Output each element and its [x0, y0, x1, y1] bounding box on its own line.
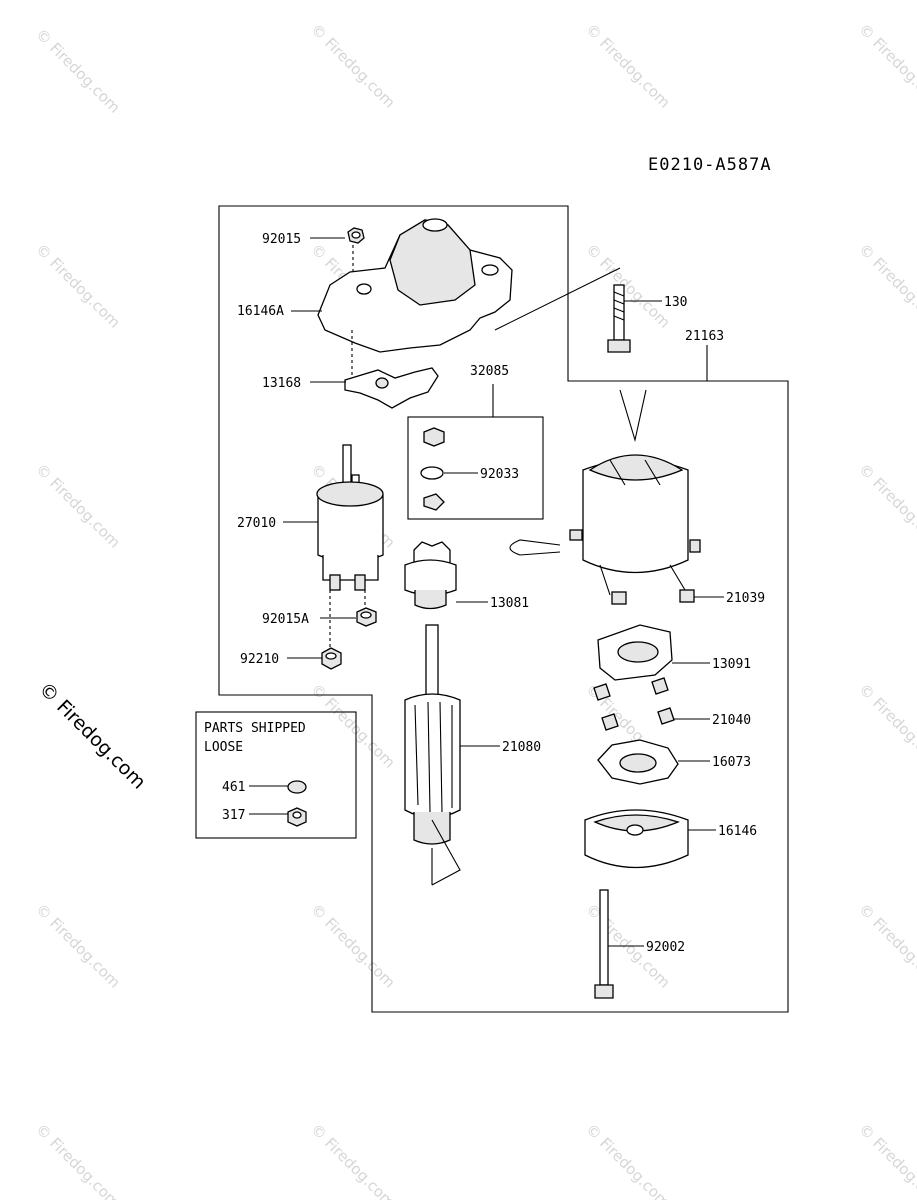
watermark: © Firedog.com: [32, 25, 124, 117]
leader-housing-diagonal: [494, 267, 621, 331]
label-92033: 92033: [444, 467, 519, 482]
part-16146A-housing: [317, 218, 513, 375]
watermark: © Firedog.com: [855, 900, 917, 992]
part-92015A-nut: [356, 590, 377, 627]
assembly-frame: [218, 205, 789, 1013]
watermark: © Firedog.com: [32, 900, 124, 992]
svg-text:16146A: 16146A: [237, 304, 284, 319]
watermark: © Firedog.com: [855, 680, 917, 772]
watermark: © Firedog.com: [582, 1120, 674, 1200]
svg-text:317: 317: [222, 808, 245, 823]
label-13091: 13091: [672, 657, 751, 672]
watermark: © Firedog.com: [855, 20, 917, 112]
diagram-code: E0210-A587A: [648, 155, 772, 175]
part-27010-solenoid: [316, 444, 384, 591]
label-461: 461: [222, 780, 288, 795]
part-21039-yoke: [509, 389, 701, 605]
watermark: © Firedog.com: [307, 680, 399, 772]
label-21163: 21163: [685, 329, 724, 344]
part-13091-brush-holder: [597, 624, 673, 681]
svg-text:92210: 92210: [240, 652, 279, 667]
svg-text:16073: 16073: [712, 755, 751, 770]
svg-text:21039: 21039: [726, 591, 765, 606]
part-92002-bolt: [594, 889, 614, 999]
part-130-bolt: [607, 284, 631, 353]
watermark: © Firedog.com: [32, 460, 124, 552]
svg-text:130: 130: [664, 295, 687, 310]
label-21040: 21040: [674, 713, 751, 728]
label-317: 317: [222, 808, 288, 823]
label-16146A: 16146A: [237, 304, 322, 319]
svg-text:27010: 27010: [237, 516, 276, 531]
watermark: © Firedog.com: [307, 1120, 399, 1200]
loose-parts-box: [195, 711, 357, 839]
svg-text:461: 461: [222, 780, 245, 795]
part-32085-kit: [420, 427, 445, 511]
label-13168: 13168: [262, 376, 346, 391]
svg-text:92002: 92002: [646, 940, 685, 955]
part-21040-springs: [593, 677, 675, 731]
watermark: © Firedog.com: [32, 1120, 124, 1200]
watermark-layer: © Firedog.com © Firedog.com © Firedog.co…: [32, 20, 917, 1200]
part-317-nut: [287, 807, 307, 827]
svg-text:32085: 32085: [470, 364, 509, 379]
label-27010: 27010: [237, 516, 318, 531]
label-92210: 92210: [240, 652, 322, 667]
svg-text:21040: 21040: [712, 713, 751, 728]
label-16146: 16146: [688, 824, 757, 839]
label-32085: 32085: [470, 364, 509, 379]
label-92015: 92015: [262, 232, 345, 247]
label-21080: 21080: [460, 740, 541, 755]
watermark: © Firedog.com: [855, 460, 917, 552]
svg-text:13081: 13081: [490, 596, 529, 611]
svg-text:16146: 16146: [718, 824, 757, 839]
label-16073: 16073: [678, 755, 751, 770]
loose-box-title-1: PARTS SHIPPED: [204, 721, 306, 736]
label-130: 130: [624, 295, 687, 310]
watermark: © Firedog.com: [307, 20, 399, 112]
part-13168-lever: [344, 367, 439, 409]
part-92210-nut: [321, 590, 342, 670]
watermark: © Firedog.com: [855, 1120, 917, 1200]
kit-32085-box: [407, 416, 544, 520]
loose-box-title-2: LOOSE: [204, 740, 243, 755]
watermark: © Firedog.com: [32, 240, 124, 332]
part-13081-pinion: [404, 541, 457, 610]
part-92015-nut: [347, 227, 365, 300]
part-461-washer: [287, 780, 307, 794]
svg-text:21080: 21080: [502, 740, 541, 755]
watermark: © Firedog.com: [582, 240, 674, 332]
svg-text:13168: 13168: [262, 376, 301, 391]
label-21039: 21039: [694, 591, 765, 606]
part-16146-end-cover: [584, 809, 689, 869]
part-16073-plate: [597, 739, 679, 785]
svg-text:92033: 92033: [480, 467, 519, 482]
side-watermark: © Firedog.com: [34, 678, 149, 793]
label-92015A: 92015A: [262, 612, 356, 627]
watermark: © Firedog.com: [307, 900, 399, 992]
svg-text:21163: 21163: [685, 329, 724, 344]
watermark: © Firedog.com: [582, 20, 674, 112]
label-13081: 13081: [456, 596, 529, 611]
svg-text:13091: 13091: [712, 657, 751, 672]
part-21080-armature: [404, 624, 461, 886]
svg-text:92015: 92015: [262, 232, 301, 247]
label-92002: 92002: [608, 940, 685, 955]
watermark: © Firedog.com: [855, 240, 917, 332]
svg-text:92015A: 92015A: [262, 612, 309, 627]
